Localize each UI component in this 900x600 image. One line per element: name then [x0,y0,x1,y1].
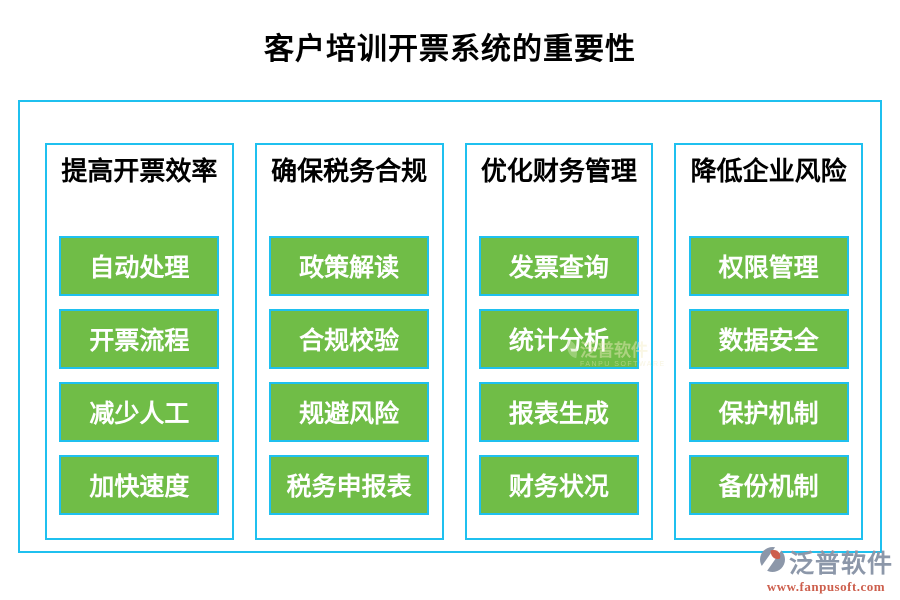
feature-box: 财务状况 [478,455,639,515]
feature-box: 数据安全 [688,309,849,369]
column-header: 降低企业风险 [690,157,847,186]
feature-list: 政策解读 合规校验 规避风险 税务申报表 [257,236,442,515]
column-reduce-enterprise-risk: 降低企业风险 权限管理 数据安全 保护机制 备份机制 [674,143,863,540]
feature-box: 合规校验 [269,309,430,369]
feature-box: 减少人工 [59,382,220,442]
column-header: 优化财务管理 [480,157,637,186]
feature-box: 税务申报表 [269,455,430,515]
brand-name: 泛普软件 [788,550,893,578]
page-title: 客户培训开票系统的重要性 [264,33,636,66]
column-optimize-financial-management: 优化财务管理 发票查询 统计分析 报表生成 财务状况 [464,143,654,540]
feature-box: 备份机制 [688,455,849,515]
feature-box: 统计分析 [478,309,639,369]
feature-box: 权限管理 [688,236,849,296]
feature-box: 保护机制 [688,382,849,442]
feature-box: 发票查询 [478,236,639,296]
feature-list: 发票查询 统计分析 报表生成 财务状况 [467,236,652,515]
brand-logo: 泛普软件 www.fanpusoft.com [759,544,893,595]
feature-box: 加快速度 [59,455,220,515]
feature-box: 自动处理 [59,236,220,296]
feature-list: 自动处理 开票流程 减少人工 加快速度 [47,236,232,515]
column-ensure-tax-compliance: 确保税务合规 政策解读 合规校验 规避风险 税务申报表 [254,143,444,540]
fanpu-logo-icon [759,546,786,578]
brand-url: www.fanpusoft.com [766,579,886,594]
column-header: 提高开票效率 [61,157,218,186]
column-header: 确保税务合规 [271,157,428,186]
feature-list: 权限管理 数据安全 保护机制 备份机制 [676,236,861,515]
feature-box: 政策解读 [269,236,430,296]
feature-box: 规避风险 [269,382,430,442]
content-frame: 提高开票效率 自动处理 开票流程 减少人工 加快速度 确保税务合规 政策解读 合… [18,100,882,553]
column-improve-invoicing-efficiency: 提高开票效率 自动处理 开票流程 减少人工 加快速度 [45,143,234,540]
feature-box: 开票流程 [59,309,220,369]
feature-box: 报表生成 [478,382,639,442]
